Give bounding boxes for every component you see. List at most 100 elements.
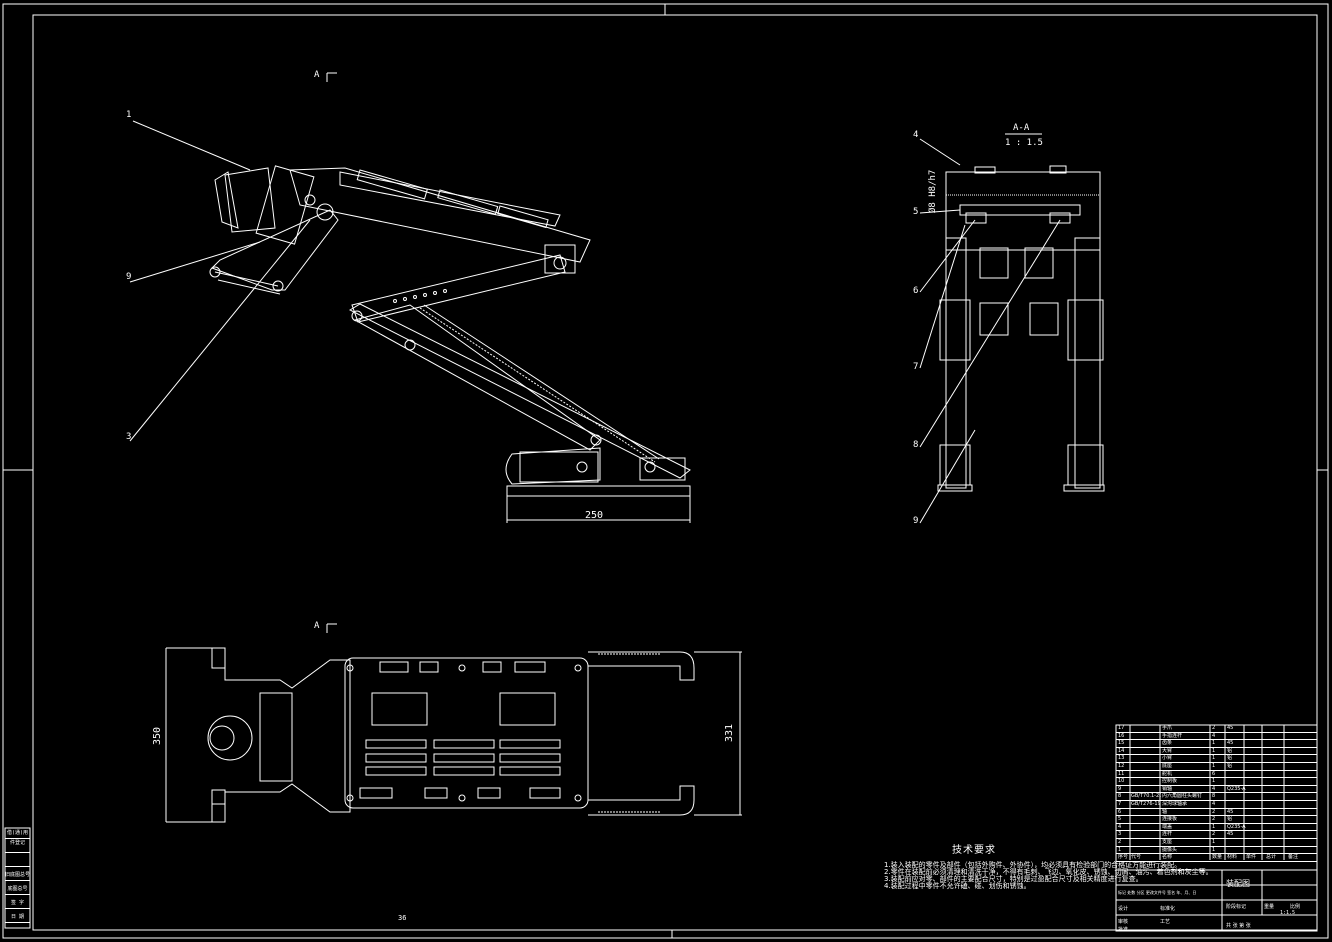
title-ratio: 比例 bbox=[1290, 904, 1301, 910]
fit-note: Ø8 H8/h7 bbox=[928, 169, 938, 213]
revision-row: 签 字 bbox=[5, 898, 30, 909]
dimension-250: 250 bbox=[585, 510, 604, 521]
bom-cell-qty: 4 bbox=[1212, 785, 1216, 792]
bom-cell-name: 支座 bbox=[1162, 839, 1173, 845]
bom-cell-code bbox=[1131, 725, 1161, 732]
bom-cell-code bbox=[1131, 748, 1161, 755]
bom-cell-material bbox=[1227, 771, 1253, 778]
bom-cell-qty: 2 bbox=[1212, 816, 1216, 823]
bom-cell-code bbox=[1131, 816, 1161, 823]
bom-cell-name: 控制板 bbox=[1162, 778, 1178, 785]
bom-cell-name: 连接板 bbox=[1162, 816, 1178, 823]
bom-cell-no: 15 bbox=[1118, 740, 1125, 747]
bom-cell-code bbox=[1131, 824, 1161, 831]
bom-cell-material: 铝 bbox=[1227, 755, 1233, 762]
bom-cell-no: 2 bbox=[1118, 839, 1122, 845]
bom-cell-material bbox=[1227, 801, 1253, 808]
part-label-7: 7 bbox=[913, 362, 919, 372]
part-label-1: 1 bbox=[126, 110, 132, 120]
bom-cell-code: GB/T276-1994 bbox=[1131, 801, 1161, 807]
bom-cell-qty: 1 bbox=[1212, 755, 1216, 762]
bom-cell-code bbox=[1131, 831, 1161, 838]
bom-header-cell: 代号 bbox=[1131, 854, 1142, 861]
revision-row: 底图总号 bbox=[5, 884, 30, 895]
bom-cell-code bbox=[1131, 778, 1161, 785]
bom-cell-name: 舵机 bbox=[1162, 770, 1173, 777]
bom-row: 8GB/T70.1-2000内六角圆柱头螺钉8 bbox=[1116, 793, 1317, 801]
dimension-350: 350 bbox=[152, 726, 163, 745]
bom-header: 序号代号名称数量材料单件总计备注 bbox=[1116, 854, 1317, 862]
title-design: 设计 bbox=[1118, 906, 1129, 912]
title-weight: 重量 bbox=[1264, 904, 1275, 910]
title-rev-row: 标记 处数 分区 更改文件号 签名 年、月、日 bbox=[1118, 890, 1196, 896]
bom-cell-name: 手指连杆 bbox=[1162, 732, 1183, 739]
title-stage: 阶段标记 bbox=[1226, 904, 1247, 910]
bom-cell-qty: 4 bbox=[1212, 801, 1216, 807]
rev-col-sign: 签名 bbox=[1167, 890, 1176, 895]
bom-cell-code bbox=[1131, 771, 1161, 778]
bom-cell-qty: 1 bbox=[1212, 740, 1216, 747]
bom-cell-no: 17 bbox=[1118, 725, 1125, 731]
title-approve: 批准 bbox=[1118, 927, 1129, 933]
section-title: A-A bbox=[1013, 123, 1030, 133]
bom-cell-qty: 2 bbox=[1212, 831, 1216, 838]
dimension-331: 331 bbox=[724, 723, 735, 742]
tech-line: 4.装配过程中零件不允许磕、碰、划伤和锈蚀。 bbox=[884, 882, 1031, 890]
bom-cell-qty: 1 bbox=[1212, 839, 1216, 845]
bom-row: 2 支座 1 bbox=[1116, 839, 1317, 847]
part-label-4: 4 bbox=[913, 130, 919, 140]
rev-col-mark: 标记 bbox=[1118, 890, 1126, 895]
bom-cell-no: 10 bbox=[1118, 778, 1125, 785]
bom-cell-qty: 1 bbox=[1212, 763, 1216, 769]
top-view bbox=[165, 623, 742, 823]
rev-col-count: 处数 bbox=[1127, 890, 1136, 895]
bom-cell-material: 45 bbox=[1227, 831, 1234, 838]
drawing-scale: 1:1.5 bbox=[1280, 910, 1296, 916]
drawing-name: 装配图 bbox=[1226, 879, 1250, 888]
bom-cell-material bbox=[1227, 793, 1253, 800]
top-section-mark: A bbox=[314, 621, 320, 631]
rev-col-zone: 分区 bbox=[1136, 890, 1145, 895]
bom-cell-no: 11 bbox=[1118, 770, 1125, 777]
bom-cell-material bbox=[1227, 733, 1253, 740]
bom-cell-code: GB/T70.1-2000 bbox=[1131, 793, 1161, 800]
bom-cell-name: 内六角圆柱头螺钉 bbox=[1162, 793, 1203, 800]
bom-cell-code bbox=[1131, 847, 1161, 854]
bom-cell-name: 销轴 bbox=[1162, 785, 1173, 792]
bom-cell-name: 大臂 bbox=[1162, 747, 1173, 754]
tech-line: 1.装入装配的零件及部件（包括外购件、外协件），均必须具有检验部门的合格证方能进… bbox=[884, 861, 1182, 869]
bom-header-cell: 序号 bbox=[1118, 854, 1129, 861]
bom-header-cell: 总计 bbox=[1266, 854, 1277, 861]
side-section-mark: A bbox=[314, 70, 320, 80]
bom-cell-no: 7 bbox=[1118, 801, 1122, 807]
bom-cell-material: 铝 bbox=[1227, 816, 1233, 823]
tech-requirements-list: 1.装入装配的零件及部件（包括外购件、外协件），均必须具有检验部门的合格证方能进… bbox=[884, 862, 1213, 890]
bom-cell-qty: 2 bbox=[1212, 808, 1216, 815]
bom-cell-name: 连杆 bbox=[1162, 831, 1173, 838]
revision-row bbox=[5, 842, 30, 853]
bom-cell-material: 铝 bbox=[1227, 763, 1233, 769]
bom-cell-qty: 1 bbox=[1212, 778, 1216, 785]
bom-cell-no: 16 bbox=[1118, 732, 1125, 739]
part-label-8: 8 bbox=[913, 440, 919, 450]
bom-cell-code bbox=[1131, 740, 1161, 747]
revision-row bbox=[5, 856, 30, 867]
part-label-6: 6 bbox=[913, 286, 919, 296]
bom-cell-qty: 2 bbox=[1212, 725, 1216, 731]
side-view bbox=[129, 72, 691, 523]
bom-cell-material bbox=[1227, 839, 1253, 846]
page-number: 36 bbox=[398, 914, 407, 922]
bom-cell-code bbox=[1131, 839, 1161, 846]
bom-cell-qty: 1 bbox=[1212, 823, 1216, 830]
revision-row: 借(通)用件登记 bbox=[5, 830, 30, 846]
bom-cell-code bbox=[1131, 733, 1161, 740]
